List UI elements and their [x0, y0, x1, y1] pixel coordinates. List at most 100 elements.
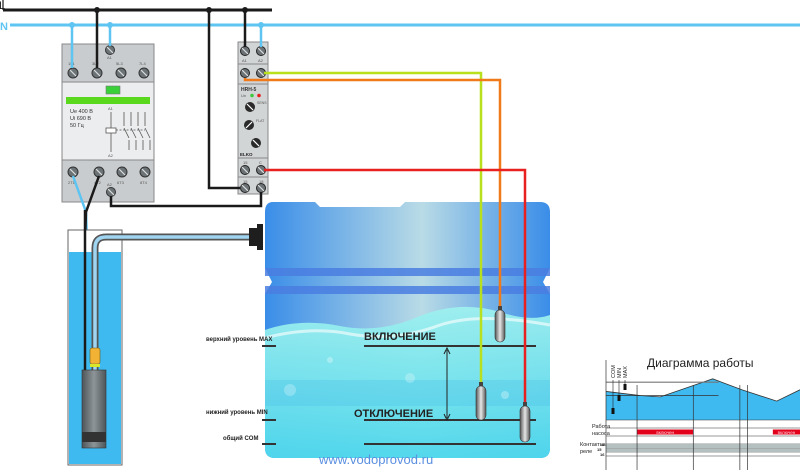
water-level-area — [606, 378, 800, 420]
contactor-label-stripe — [66, 97, 150, 104]
electrode-com-marker — [611, 408, 615, 414]
relay-terminal-a1[interactable] — [240, 46, 250, 56]
wave-highlight — [264, 317, 551, 340]
axis-label-max: MAX — [623, 366, 629, 378]
junction — [242, 7, 248, 13]
contactor-spec-ue: Ue 400 В — [70, 109, 93, 115]
contactor: Ue 400 В Ui 690 В 50 Гц A1 A2 1L1 3L2 5L… — [61, 43, 155, 203]
discharge-pipe — [93, 235, 255, 370]
pump-on-label: включен — [778, 430, 796, 435]
label-8t4: 8T4 — [140, 180, 148, 185]
watermark: www.vodoprovod.ru — [318, 452, 433, 467]
tank-rib — [265, 268, 550, 276]
relay-terminal-15[interactable] — [240, 183, 250, 193]
relay-terminal-max[interactable] — [256, 68, 266, 78]
tank-inlet-fitting — [249, 228, 257, 246]
label-level-com: общий COM — [223, 435, 258, 442]
terminal-2t1[interactable] — [67, 166, 79, 178]
relay-18-to-a2 — [109, 192, 263, 208]
electrodes — [475, 306, 531, 443]
pump-on-bar — [772, 429, 800, 435]
label-5l3: 5L3 — [116, 61, 123, 66]
relay-led — [257, 93, 261, 98]
bubble — [405, 373, 415, 383]
electrode-max-marker — [623, 384, 627, 390]
row-label-pump-1: Работа — [592, 424, 611, 430]
row-label-pump-2: насоса — [592, 431, 611, 437]
check-valve-ring — [90, 364, 100, 367]
terminal-3l2[interactable] — [91, 67, 103, 79]
pump-on-label: включен — [656, 430, 674, 435]
label-2t1: 2T1 — [68, 180, 76, 185]
on-label: ВКЛЮЧЕНИЕ — [364, 331, 436, 343]
flat-knob[interactable] — [244, 120, 254, 130]
contactor-bottom-terminals: 2T1 4T2 6T3 8T4 A2 — [67, 166, 151, 197]
relay-label-15-bottom: 15 — [243, 179, 248, 184]
row-label-contacts-2: реле — [580, 449, 592, 455]
check-valve — [89, 347, 101, 365]
relay-label-c: C — [259, 160, 262, 165]
pump-on-bar — [637, 429, 694, 435]
electrode-top — [494, 306, 506, 343]
tank-inlet-flange — [257, 224, 263, 250]
chart-title: Диаграмма работы — [647, 356, 754, 370]
label-6t3: 6T3 — [117, 180, 125, 185]
sensor-wiring — [243, 71, 527, 404]
off-label: ОТКЛЮЧЕНИЕ — [354, 408, 433, 420]
electrode-middle — [475, 382, 487, 421]
borehole — [67, 210, 263, 466]
phase-to-relay-15 — [207, 10, 240, 190]
contactor-indicator — [105, 85, 121, 95]
row-label-contacts-1: Контакты — [580, 442, 604, 448]
relay-indicator-label: Un — [241, 93, 246, 98]
contactor-spec-ui: Ui 690 В — [70, 116, 91, 122]
terminal-7l4[interactable] — [138, 67, 150, 79]
terminal-5l3[interactable] — [115, 67, 127, 79]
relay-brand: ELKO — [240, 152, 253, 157]
electrode-bottom — [519, 402, 531, 443]
label-level-min: нижний уровень MIN — [206, 409, 268, 416]
junction — [94, 7, 100, 13]
label-7l4: 7L4 — [139, 61, 146, 66]
terminal-a1[interactable] — [105, 45, 115, 55]
neutral-label: N — [0, 21, 8, 33]
pin-label-18: 18 — [601, 442, 606, 447]
power-led — [250, 93, 254, 98]
schematic-a1-label: A1 — [108, 106, 114, 111]
contactor-schematic — [105, 112, 151, 152]
terminal-a2[interactable] — [106, 187, 116, 197]
relay-terminal-15-top[interactable] — [240, 165, 250, 175]
wire-max-electrode — [264, 71, 483, 384]
arrow-down-icon — [443, 413, 451, 422]
bubble — [501, 391, 509, 399]
relay-label-a1: A1 — [242, 58, 248, 63]
pin-label-16: 16 — [600, 452, 605, 457]
terminal-8t4[interactable] — [139, 166, 151, 178]
level-relay: A1 A2 HRH-5 Un SENS FLAT ELKO 15 C 15 18 — [237, 41, 269, 195]
relay-label-18: 18 — [259, 179, 264, 184]
flat-label: FLAT — [256, 119, 265, 123]
pump-intake — [82, 432, 106, 442]
relay-terminal-a2[interactable] — [256, 46, 266, 56]
delay-knob[interactable] — [251, 138, 261, 148]
terminal-6t3[interactable] — [116, 166, 128, 178]
relay-label-15: 15 — [243, 160, 248, 165]
axis-label-com: COM — [611, 365, 617, 378]
water-tank: ВКЛЮЧЕНИЕ ОТКЛЮЧЕНИЕ www.vodoprovod.ru в… — [206, 202, 551, 467]
terminal-1l1[interactable] — [67, 67, 79, 79]
junction — [258, 22, 264, 28]
water-band — [265, 380, 550, 406]
label-3l2: 3L2 — [92, 61, 99, 66]
arrow-up-icon — [443, 346, 451, 355]
supply-lines: L N — [0, 0, 800, 33]
sens-label: SENS — [257, 101, 267, 105]
bubble — [284, 384, 296, 396]
relay-terminal-18[interactable] — [256, 183, 266, 193]
electrode-min-marker — [617, 395, 621, 401]
bubble — [327, 357, 333, 363]
relay-terminal-min[interactable] — [240, 68, 250, 78]
label-a2: A2 — [107, 182, 113, 187]
label-level-max: верхний уровень MAX — [206, 336, 272, 343]
sens-knob[interactable] — [245, 102, 255, 112]
terminal-4t2[interactable] — [93, 166, 105, 178]
